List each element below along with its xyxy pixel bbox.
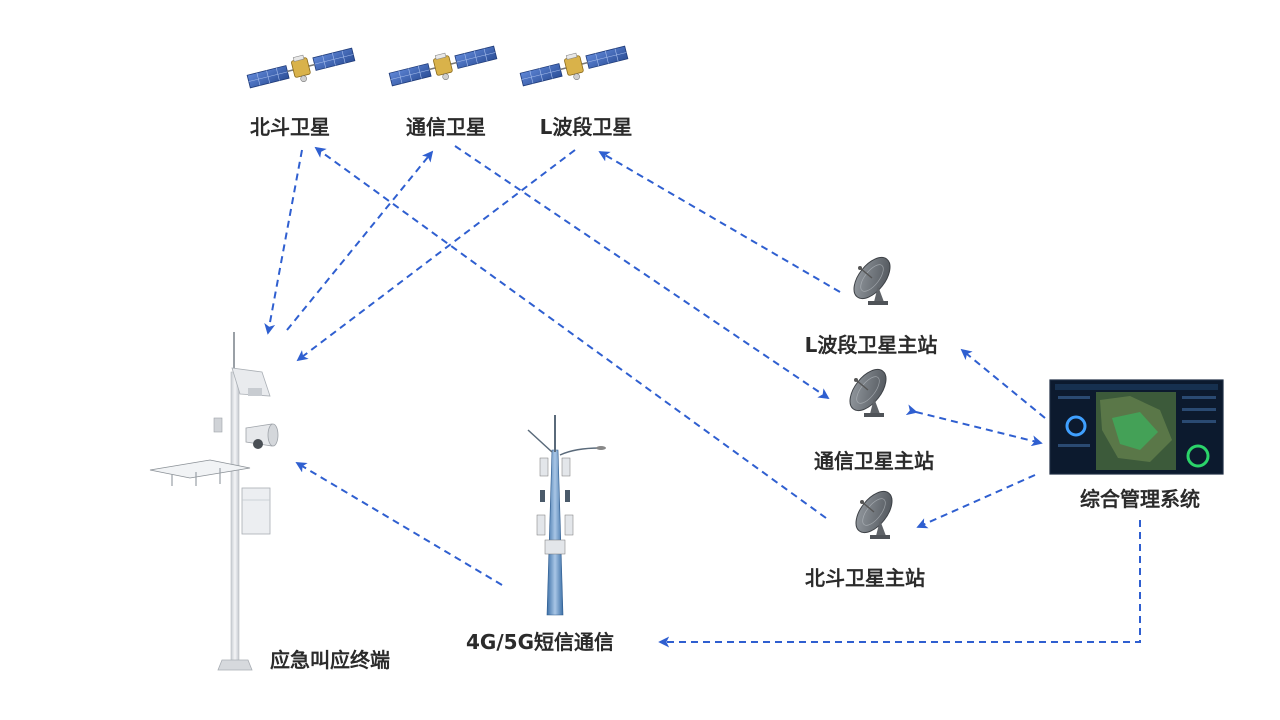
cellular-label: 4G/5G短信通信 — [466, 630, 614, 654]
beidou-satellite-label: 北斗卫星 — [250, 115, 330, 139]
arrow-comm-station-to-management — [905, 404, 1043, 447]
arrow-lband-station-to-lband-satellite — [598, 151, 841, 293]
management-dashboard-screen-icon — [1049, 379, 1224, 475]
arrow-lband-to-terminal — [296, 149, 576, 362]
cellular-tower-icon — [527, 415, 606, 616]
arrow-management-to-cellular — [658, 520, 1141, 648]
lband-station-label: L波段卫星主站 — [805, 333, 938, 357]
arrow-beidou-to-terminal — [264, 149, 303, 335]
arrow-comm-satellite-to-comm-station — [454, 145, 830, 400]
beidou-station-label: 北斗卫星主站 — [805, 566, 925, 590]
connection-arrows — [264, 145, 1141, 648]
comm-satellite-label: 通信卫星 — [406, 115, 486, 139]
lband-station-dish-icon — [846, 250, 898, 306]
lband-satellite-label: L波段卫星 — [540, 115, 633, 139]
emergency-terminal-pole-icon — [149, 332, 279, 671]
beidou-station-dish-icon — [848, 484, 900, 540]
management-system-label: 综合管理系统 — [1080, 487, 1200, 511]
arrow-management-to-beidou-station — [916, 474, 1036, 529]
terminal-label: 应急叫应终端 — [270, 648, 390, 672]
beidou-satellite-icon — [244, 42, 358, 96]
arrow-terminal-to-comm-satellite — [286, 150, 434, 331]
comm-station-dish-icon — [842, 362, 894, 418]
comm-satellite-icon — [386, 40, 500, 94]
arrow-management-to-lband-station — [960, 348, 1046, 419]
comm-station-label: 通信卫星主站 — [814, 449, 934, 473]
arrow-beidou-station-to-beidou-satellite — [314, 146, 827, 519]
lband-satellite-icon — [517, 40, 631, 94]
arrow-cellular-to-terminal — [295, 462, 503, 586]
